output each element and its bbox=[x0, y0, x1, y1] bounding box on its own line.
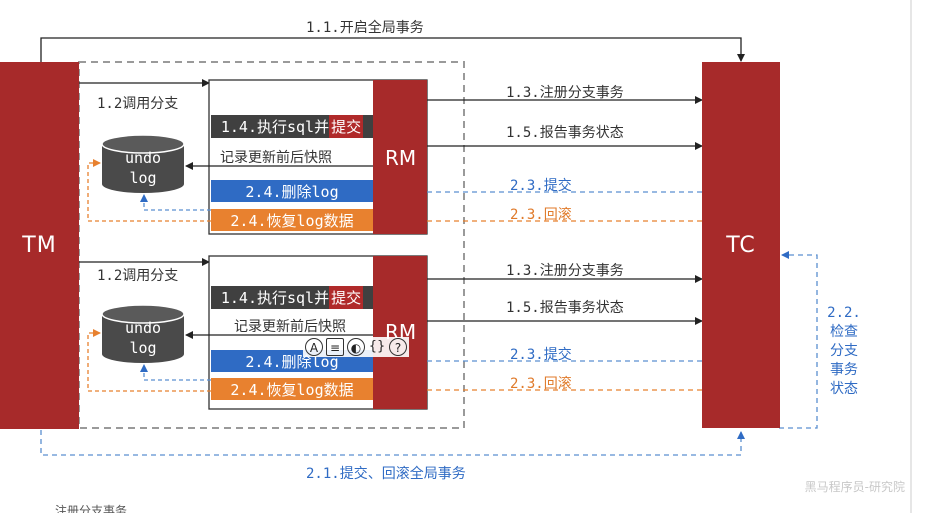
commit-rollback-global-label: 2.1.提交、回滚全局事务 bbox=[306, 466, 466, 482]
register-branch-label-1: 1.3.注册分支事务 bbox=[506, 85, 624, 101]
snapshot-label-2: 记录更新前后快照 bbox=[234, 319, 346, 335]
tm-block: TM bbox=[0, 62, 79, 429]
arrow-delete-log-1 bbox=[140, 194, 211, 211]
check-status-label: 2.2. 检查 分支 事务 状态 bbox=[827, 305, 861, 397]
report-status-label-1: 1.5.报告事务状态 bbox=[506, 125, 624, 141]
commit-label-2: 2.3.提交 bbox=[510, 347, 572, 363]
call-branch-label-1: 1.2调用分支 bbox=[97, 96, 179, 112]
arrow-commit-rollback-global bbox=[40, 430, 745, 456]
restore-log-box-2: 2.4.恢复log数据 bbox=[211, 378, 373, 400]
image-toolbar: A ≡ ◐ {} ? bbox=[303, 337, 409, 357]
rm-block-1 bbox=[373, 80, 427, 234]
help-icon[interactable]: ? bbox=[389, 338, 407, 356]
tm-label: TM bbox=[22, 233, 57, 258]
report-status-label-2: 1.5.报告事务状态 bbox=[506, 300, 624, 316]
arrow-delete-log-2 bbox=[140, 364, 211, 381]
commit-label-1: 2.3.提交 bbox=[510, 178, 572, 194]
watermark: 黑马程序员-研究院 bbox=[804, 480, 905, 494]
exec-sql-box-2: 1.4.执行sql并提交 bbox=[211, 286, 373, 309]
arrow-check-status bbox=[779, 251, 818, 429]
clipped-caption: 注册分支事务 bbox=[55, 504, 128, 513]
tc-label: TC bbox=[726, 232, 756, 258]
rollback-label-1: 2.3.回滚 bbox=[510, 207, 572, 223]
palette-icon[interactable]: ◐ bbox=[347, 338, 365, 356]
rollback-label-2: 2.3.回滚 bbox=[510, 376, 572, 392]
rm-label-1: RM bbox=[385, 146, 417, 170]
snapshot-label-1: 记录更新前后快照 bbox=[220, 150, 332, 166]
call-branch-label-2: 1.2调用分支 bbox=[97, 268, 179, 284]
arrow-begin-global bbox=[40, 37, 745, 62]
delete-log-box-1: 2.4.删除log bbox=[211, 180, 373, 202]
list-icon[interactable]: ≡ bbox=[326, 338, 344, 356]
undo-log-label-1: undo log bbox=[124, 149, 162, 187]
tc-block: TC bbox=[702, 62, 780, 428]
braces-icon[interactable]: {} bbox=[368, 339, 386, 354]
undo-log-label-2: undo log bbox=[124, 319, 162, 357]
rm-block-2 bbox=[373, 256, 427, 409]
undo-log-db-2 bbox=[101, 304, 185, 363]
scrollbar-edge bbox=[910, 0, 912, 513]
restore-log-box-1: 2.4.恢复log数据 bbox=[211, 209, 373, 231]
translate-icon[interactable]: A bbox=[305, 338, 323, 356]
register-branch-label-2: 1.3.注册分支事务 bbox=[506, 263, 624, 279]
undo-log-db-1 bbox=[101, 134, 185, 193]
local-transaction-frame bbox=[78, 61, 465, 429]
exec-sql-box-1: 1.4.执行sql并提交 bbox=[211, 115, 373, 138]
begin-global-label: 1.1.开启全局事务 bbox=[306, 20, 424, 36]
